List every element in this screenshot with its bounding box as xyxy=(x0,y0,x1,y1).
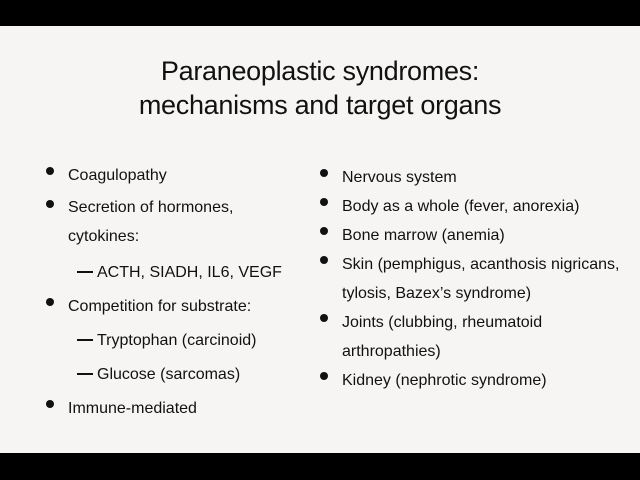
sub-list-item: Glucose (sarcomas) xyxy=(46,358,306,392)
list-item: Kidney (nephrotic syndrome) xyxy=(320,366,620,395)
slide: Paraneoplastic syndromes: mechanisms and… xyxy=(0,26,640,453)
list-item: Body as a whole (fever, anorexia) xyxy=(320,192,620,221)
bullet-icon xyxy=(320,314,328,322)
bullet-icon xyxy=(320,256,328,264)
bullet-icon xyxy=(320,169,328,177)
bullet-icon xyxy=(320,198,328,206)
sub-list-item: Tryptophan (carcinoid) xyxy=(46,324,306,358)
sub-list-item: ACTH, SIADH, IL6, VEGF xyxy=(46,256,306,290)
bullet-icon xyxy=(46,200,54,208)
list-item: Nervous system xyxy=(320,163,620,192)
list-item: Joints (clubbing, rheumatoid arthropathi… xyxy=(320,308,620,366)
list-item: Secretion of hormones, cytokines: xyxy=(46,193,306,251)
list-item: Skin (pemphigus, acanthosis nigricans, t… xyxy=(320,250,620,308)
target-organs-list: Nervous system Body as a whole (fever, a… xyxy=(320,163,620,395)
bullet-icon xyxy=(46,400,54,408)
mechanisms-list: Coagulopathy Secretion of hormones, cyto… xyxy=(46,159,306,426)
slide-title: Paraneoplastic syndromes: mechanisms and… xyxy=(0,54,640,122)
list-item: Bone marrow (anemia) xyxy=(320,221,620,250)
dash-icon xyxy=(77,339,93,341)
title-line-2: mechanisms and target organs xyxy=(138,90,502,120)
list-item: Immune-mediated xyxy=(46,392,306,426)
dash-icon xyxy=(77,373,93,375)
bullet-icon xyxy=(320,227,328,235)
bullet-icon xyxy=(320,372,328,380)
title-line-1: Paraneoplastic syndromes: xyxy=(160,56,480,86)
bullet-icon xyxy=(46,167,54,175)
list-item: Coagulopathy xyxy=(46,159,306,193)
dash-icon xyxy=(77,271,93,273)
list-item: Competition for substrate: xyxy=(46,290,306,324)
bullet-icon xyxy=(46,298,54,306)
